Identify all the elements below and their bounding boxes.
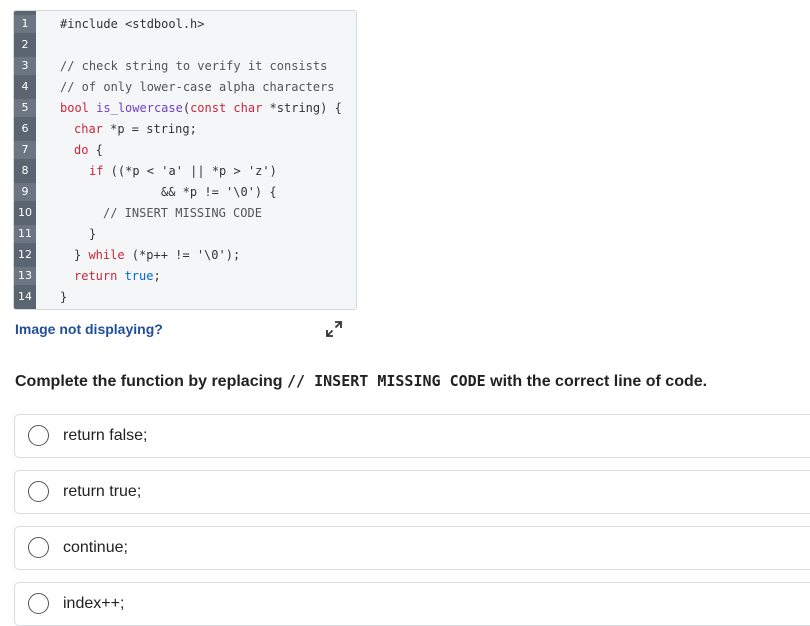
line-number: 1: [14, 15, 36, 33]
answer-option-label: index++;: [63, 595, 125, 612]
line-number: 5: [14, 99, 36, 117]
line-number: 12: [18, 248, 32, 261]
code-keyword: char: [74, 122, 103, 136]
code-line-include: #include <stdbool.h>: [60, 17, 205, 31]
code-line-brace: }: [89, 227, 97, 241]
code-token: {: [88, 143, 103, 157]
code-keyword: bool: [60, 101, 89, 115]
code-block: 1 2 3 4 5 6 7 8 9 10 11 12 13 14 #includ…: [13, 10, 357, 310]
code-line-comment: // check string to verify it consists: [60, 59, 328, 73]
code-literal: true: [117, 269, 154, 283]
question-suffix: with the correct line of code.: [485, 373, 708, 390]
code-line-return: return true;: [74, 267, 161, 285]
line-number: 8: [21, 164, 29, 177]
code-line-if: if ((*p < 'a' || *p > 'z'): [89, 162, 277, 180]
code-token: (: [182, 101, 191, 115]
code-line-signature: bool is_lowercase(const char *string) {: [60, 99, 342, 117]
code-line-missing: // INSERT MISSING CODE: [103, 206, 262, 220]
line-number: 10: [18, 206, 32, 219]
code-token: *string) {: [262, 101, 342, 115]
code-token: ((*p < 'a' || *p > 'z'): [103, 164, 277, 178]
radio-empty-icon[interactable]: [28, 537, 49, 558]
line-number: 2: [21, 38, 29, 51]
code-line-do: do {: [74, 141, 103, 159]
code-keyword: if: [89, 164, 104, 178]
answer-option-label: return true;: [63, 483, 142, 500]
radio-empty-icon[interactable]: [28, 593, 49, 614]
code-token: (*p++ != '\0');: [124, 248, 241, 262]
line-number: 13: [14, 267, 36, 285]
code-line-comment: // of only lower-case alpha characters: [60, 80, 335, 94]
expand-arrows-icon[interactable]: [325, 320, 343, 338]
code-token: *p = string;: [102, 122, 197, 136]
answer-option-label: continue;: [63, 539, 128, 556]
question-prefix: Complete the function by replacing: [15, 373, 288, 390]
line-number-gutter: 1 2 3 4 5 6 7 8 9 10 11 12 13 14: [14, 11, 36, 309]
line-number: 3: [14, 57, 36, 75]
code-line-close: }: [60, 290, 68, 304]
code-function-name: is_lowercase: [96, 101, 183, 115]
code-keyword: while: [88, 248, 125, 262]
line-number: 7: [14, 141, 36, 159]
line-number: 4: [21, 80, 29, 93]
question-text: Complete the function by replacing // IN…: [15, 372, 707, 391]
answer-option-4[interactable]: index++;: [14, 582, 810, 626]
code-token: }: [74, 248, 89, 262]
code-text: #include <stdbool.h> // check string to …: [60, 11, 356, 309]
code-keyword: do: [74, 143, 89, 157]
code-line-decl: char *p = string;: [74, 120, 197, 138]
answer-option-2[interactable]: return true;: [14, 470, 810, 514]
line-number: 11: [14, 225, 36, 243]
radio-empty-icon[interactable]: [28, 425, 49, 446]
line-number: 14: [18, 290, 32, 303]
line-number: 6: [21, 122, 29, 135]
code-line-condition: && *p != '\0') {: [161, 185, 277, 199]
radio-empty-icon[interactable]: [28, 481, 49, 502]
image-not-displaying-link[interactable]: Image not displaying?: [15, 321, 163, 337]
answer-option-3[interactable]: continue;: [14, 526, 810, 570]
code-token: ;: [153, 269, 161, 283]
code-keyword: const char: [190, 101, 263, 115]
code-line-while: } while (*p++ != '\0');: [74, 246, 240, 264]
code-keyword: return: [74, 269, 118, 283]
answer-option-label: return false;: [63, 427, 148, 444]
line-number: 9: [14, 183, 36, 201]
answer-option-1[interactable]: return false;: [14, 414, 810, 458]
question-code: // INSERT MISSING CODE: [287, 372, 486, 390]
